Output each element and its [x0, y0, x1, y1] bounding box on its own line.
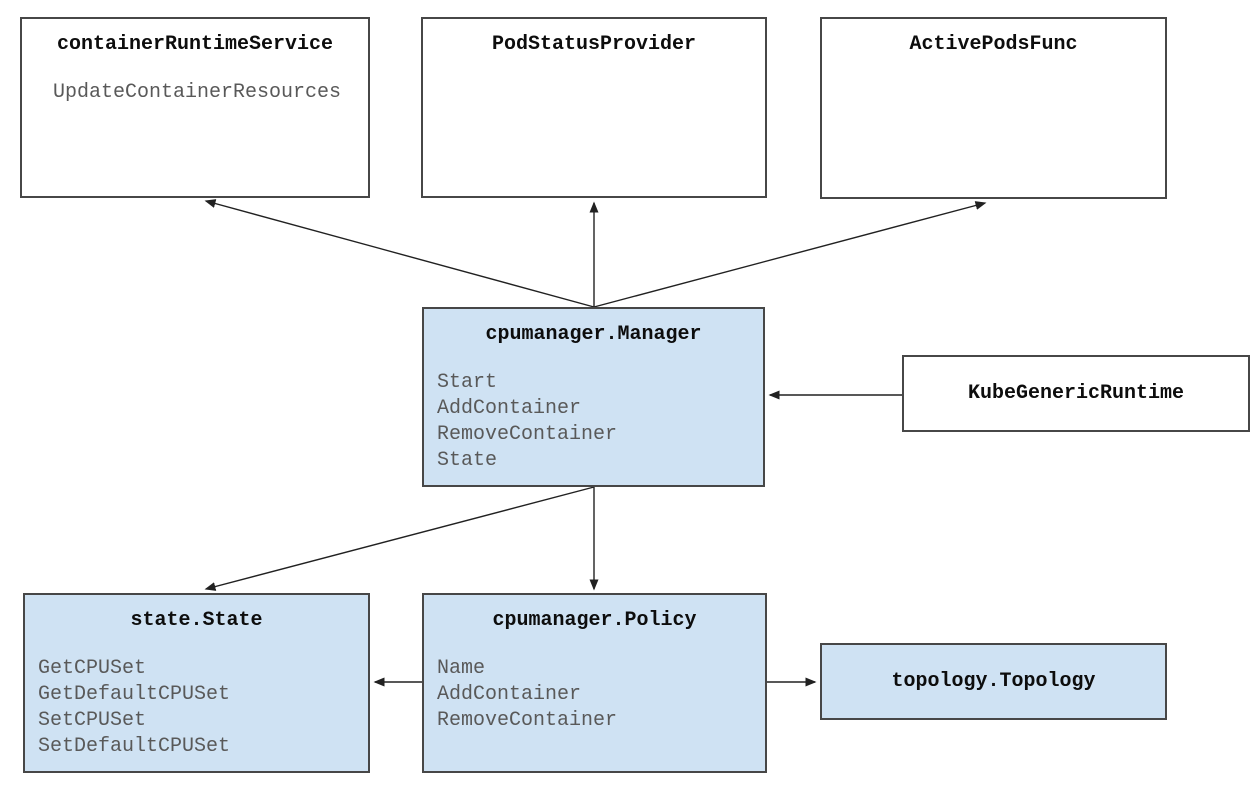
node-title: topology.Topology	[891, 669, 1096, 693]
node-kube-generic-runtime: KubeGenericRuntime	[902, 355, 1250, 432]
node-pod-status-provider: PodStatusProvider	[421, 17, 767, 198]
node-cpumanager-manager: cpumanager.Manager Start AddContainer Re…	[422, 307, 765, 487]
arrow-manager-to-state	[204, 486, 595, 591]
method-item: SetDefaultCPUSet	[38, 735, 231, 758]
arrow-manager-to-container-runtime-service	[204, 199, 595, 308]
node-topology-topology: topology.Topology	[820, 643, 1167, 720]
method-list: Start AddContainer RemoveContainer State	[424, 370, 763, 474]
method-item: Start	[437, 371, 498, 394]
method-item: Name	[437, 657, 486, 680]
node-title: ActivePodsFunc	[909, 33, 1078, 56]
method-item: AddContainer	[437, 683, 582, 706]
method-list: UpdateContainerResources	[22, 80, 368, 106]
method-item: State	[437, 449, 498, 472]
node-title: cpumanager.Policy	[492, 609, 697, 632]
node-state-state: state.State GetCPUSet GetDefaultCPUSet S…	[23, 593, 370, 773]
node-cpumanager-policy: cpumanager.Policy Name AddContainer Remo…	[422, 593, 767, 773]
method-item: AddContainer	[437, 397, 582, 420]
node-title: PodStatusProvider	[491, 33, 697, 56]
method-item: RemoveContainer	[437, 709, 618, 732]
node-title: state.State	[130, 609, 263, 632]
node-title: KubeGenericRuntime	[967, 381, 1185, 405]
method-list: GetCPUSet GetDefaultCPUSet SetCPUSet Set…	[25, 656, 368, 760]
method-item: RemoveContainer	[437, 423, 618, 446]
method-item: UpdateContainerResources	[53, 81, 342, 104]
arrow-manager-to-active-pods-func	[593, 201, 987, 308]
node-title: cpumanager.Manager	[485, 323, 702, 346]
method-item: GetCPUSet	[38, 657, 147, 680]
method-item: SetCPUSet	[38, 709, 147, 732]
node-active-pods-func: ActivePodsFunc	[820, 17, 1167, 199]
method-item: GetDefaultCPUSet	[38, 683, 231, 706]
method-list: Name AddContainer RemoveContainer	[424, 656, 765, 734]
node-title: containerRuntimeService	[56, 33, 334, 56]
node-container-runtime-service: containerRuntimeService UpdateContainerR…	[20, 17, 370, 198]
